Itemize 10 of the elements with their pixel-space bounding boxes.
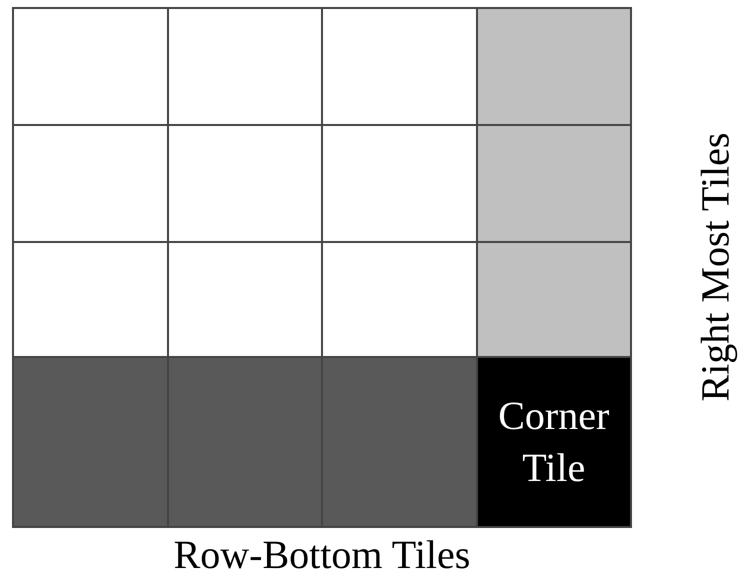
right-tile [476, 125, 631, 242]
bottom-tile [322, 357, 476, 527]
bottom-tile [13, 357, 168, 527]
axis-label: Row-Bottom Tiles [172, 531, 472, 579]
right-tile [476, 242, 631, 357]
tile-label: Corner Tile [497, 392, 610, 492]
bottom-tile [168, 357, 322, 527]
right-tile [476, 8, 631, 125]
corner-tile [476, 357, 631, 527]
axis-label: Right Most Tiles [691, 132, 738, 402]
